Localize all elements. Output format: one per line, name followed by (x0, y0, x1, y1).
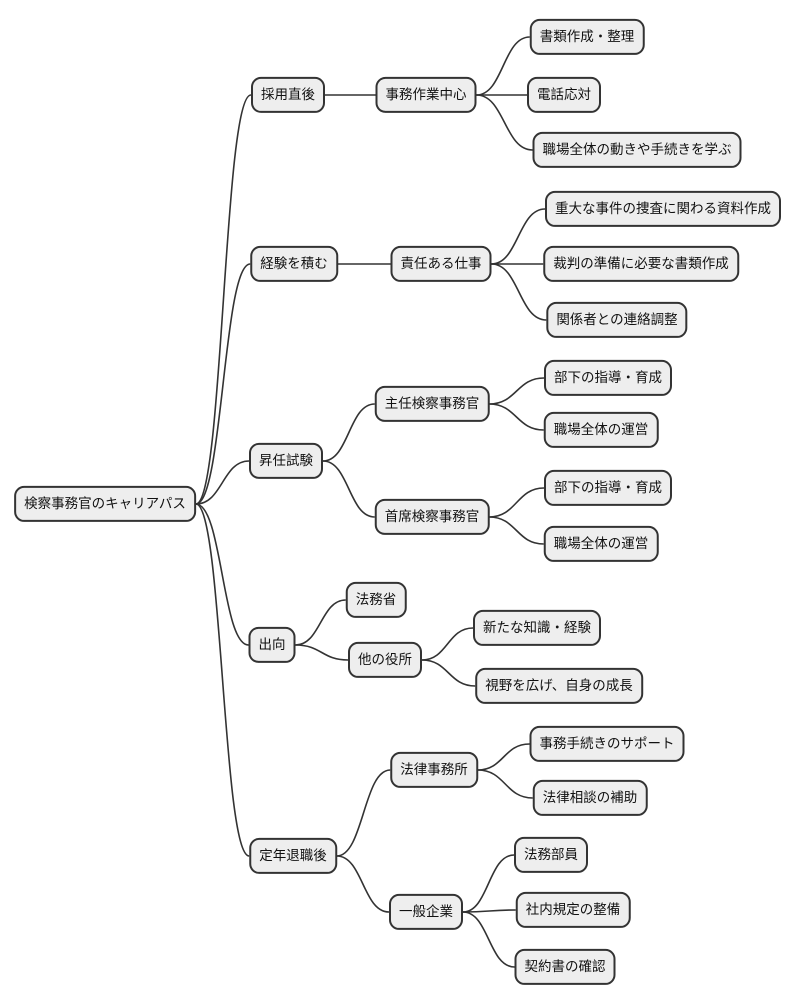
mindmap-node-chief-clerk: 主任検察事務官 (374, 385, 490, 423)
mindmap-edge-other-offices--broaden-horizons (421, 659, 476, 687)
mindmap-edge-chief-clerk--subordinate-training-1 (489, 377, 545, 405)
mindmap-edge-secondment--other-offices (295, 644, 349, 661)
mindmap-node-document-prep: 書類作成・整理 (529, 18, 645, 56)
mindmap-node-contract-check: 契約書の確認 (514, 948, 616, 986)
mindmap-edge-other-offices--new-knowledge (421, 627, 474, 661)
mindmap-node-subordinate-training-2: 部下の指導・育成 (544, 469, 672, 507)
mindmap-edge-promotion-exam--chief-clerk (322, 403, 375, 462)
mindmap-edge-general-company--legal-department (462, 854, 515, 913)
mindmap-edge-root--after-retirement (195, 503, 250, 857)
mindmap-node-clerical-work: 事務作業中心 (375, 76, 477, 114)
mindmap-edge-promotion-exam--head-clerk (322, 460, 375, 518)
mindmap-edge-clerical-work--document-prep (476, 36, 530, 96)
mindmap-edge-root--promotion-exam (195, 460, 250, 505)
mindmap-node-general-company: 一般企業 (389, 893, 463, 931)
mindmap-node-legal-consultation-assist: 法律相談の補助 (532, 779, 648, 817)
mindmap-edge-responsible-work--major-case-materials (491, 208, 546, 265)
mindmap-edge-root--recruit (195, 94, 252, 505)
mindmap-node-office-management-2: 職場全体の運営 (543, 525, 659, 563)
mindmap-edge-chief-clerk--office-management-1 (489, 403, 544, 431)
mindmap-node-admin-support: 事務手続きのサポート (529, 725, 685, 763)
mindmap-node-head-clerk: 首席検察事務官 (374, 498, 490, 536)
mindmap-edge-after-retirement--general-company (336, 855, 390, 913)
mindmap-edge-general-company--contract-check (462, 911, 515, 968)
mindmap-node-secondment: 出向 (248, 626, 296, 664)
mindmap-node-promotion-exam: 昇任試験 (249, 442, 323, 480)
mindmap-edge-responsible-work--liaison-coordination (491, 263, 547, 321)
mindmap-node-new-knowledge: 新たな知識・経験 (473, 609, 601, 647)
mindmap-edge-clerical-work--learn-workflow (476, 94, 533, 151)
mindmap-edge-head-clerk--office-management-2 (489, 516, 544, 545)
mindmap-edge-after-retirement--law-firm (336, 769, 391, 857)
mindmap-node-responsible-work: 責任ある仕事 (390, 245, 492, 283)
mindmap-node-phone-answering: 電話応対 (527, 76, 601, 114)
mindmap-node-recruit: 採用直後 (251, 76, 325, 114)
mindmap-node-gain-experience: 経験を積む (250, 245, 338, 283)
mindmap-node-after-retirement: 定年退職後 (249, 837, 337, 875)
mindmap-edge-head-clerk--subordinate-training-2 (489, 487, 545, 518)
mindmap-edge-root--secondment (195, 503, 249, 646)
mindmap-node-broaden-horizons: 視野を広げ、自身の成長 (475, 667, 643, 705)
mindmap-node-legal-department: 法務部員 (514, 836, 588, 874)
mindmap-node-learn-workflow: 職場全体の動きや手続きを学ぶ (532, 131, 742, 169)
mindmap-node-ministry-of-justice: 法務省 (345, 581, 407, 619)
mindmap-node-trial-documents: 裁判の準備に必要な書類作成 (543, 245, 739, 283)
mindmap-edge-secondment--ministry-of-justice (295, 599, 346, 646)
mindmap-node-internal-rules: 社内規定の整備 (515, 891, 631, 929)
mindmap-node-office-management-1: 職場全体の運営 (543, 411, 659, 449)
mindmap-edge-law-firm--legal-consultation-assist (477, 769, 533, 799)
mindmap-node-liaison-coordination: 関係者との連絡調整 (546, 301, 688, 339)
mindmap-node-major-case-materials: 重大な事件の捜査に関わる資料作成 (545, 190, 781, 228)
mindmap-node-law-firm: 法律事務所 (390, 751, 478, 789)
mindmap-edge-root--gain-experience (195, 263, 251, 505)
mindmap-node-root: 検察事務官のキャリアパス (14, 485, 196, 523)
mindmap-edge-law-firm--admin-support (477, 743, 530, 771)
mindmap-edge-general-company--internal-rules (462, 909, 516, 913)
mindmap-node-other-offices: 他の役所 (348, 641, 422, 679)
mindmap-node-subordinate-training-1: 部下の指導・育成 (544, 359, 672, 397)
